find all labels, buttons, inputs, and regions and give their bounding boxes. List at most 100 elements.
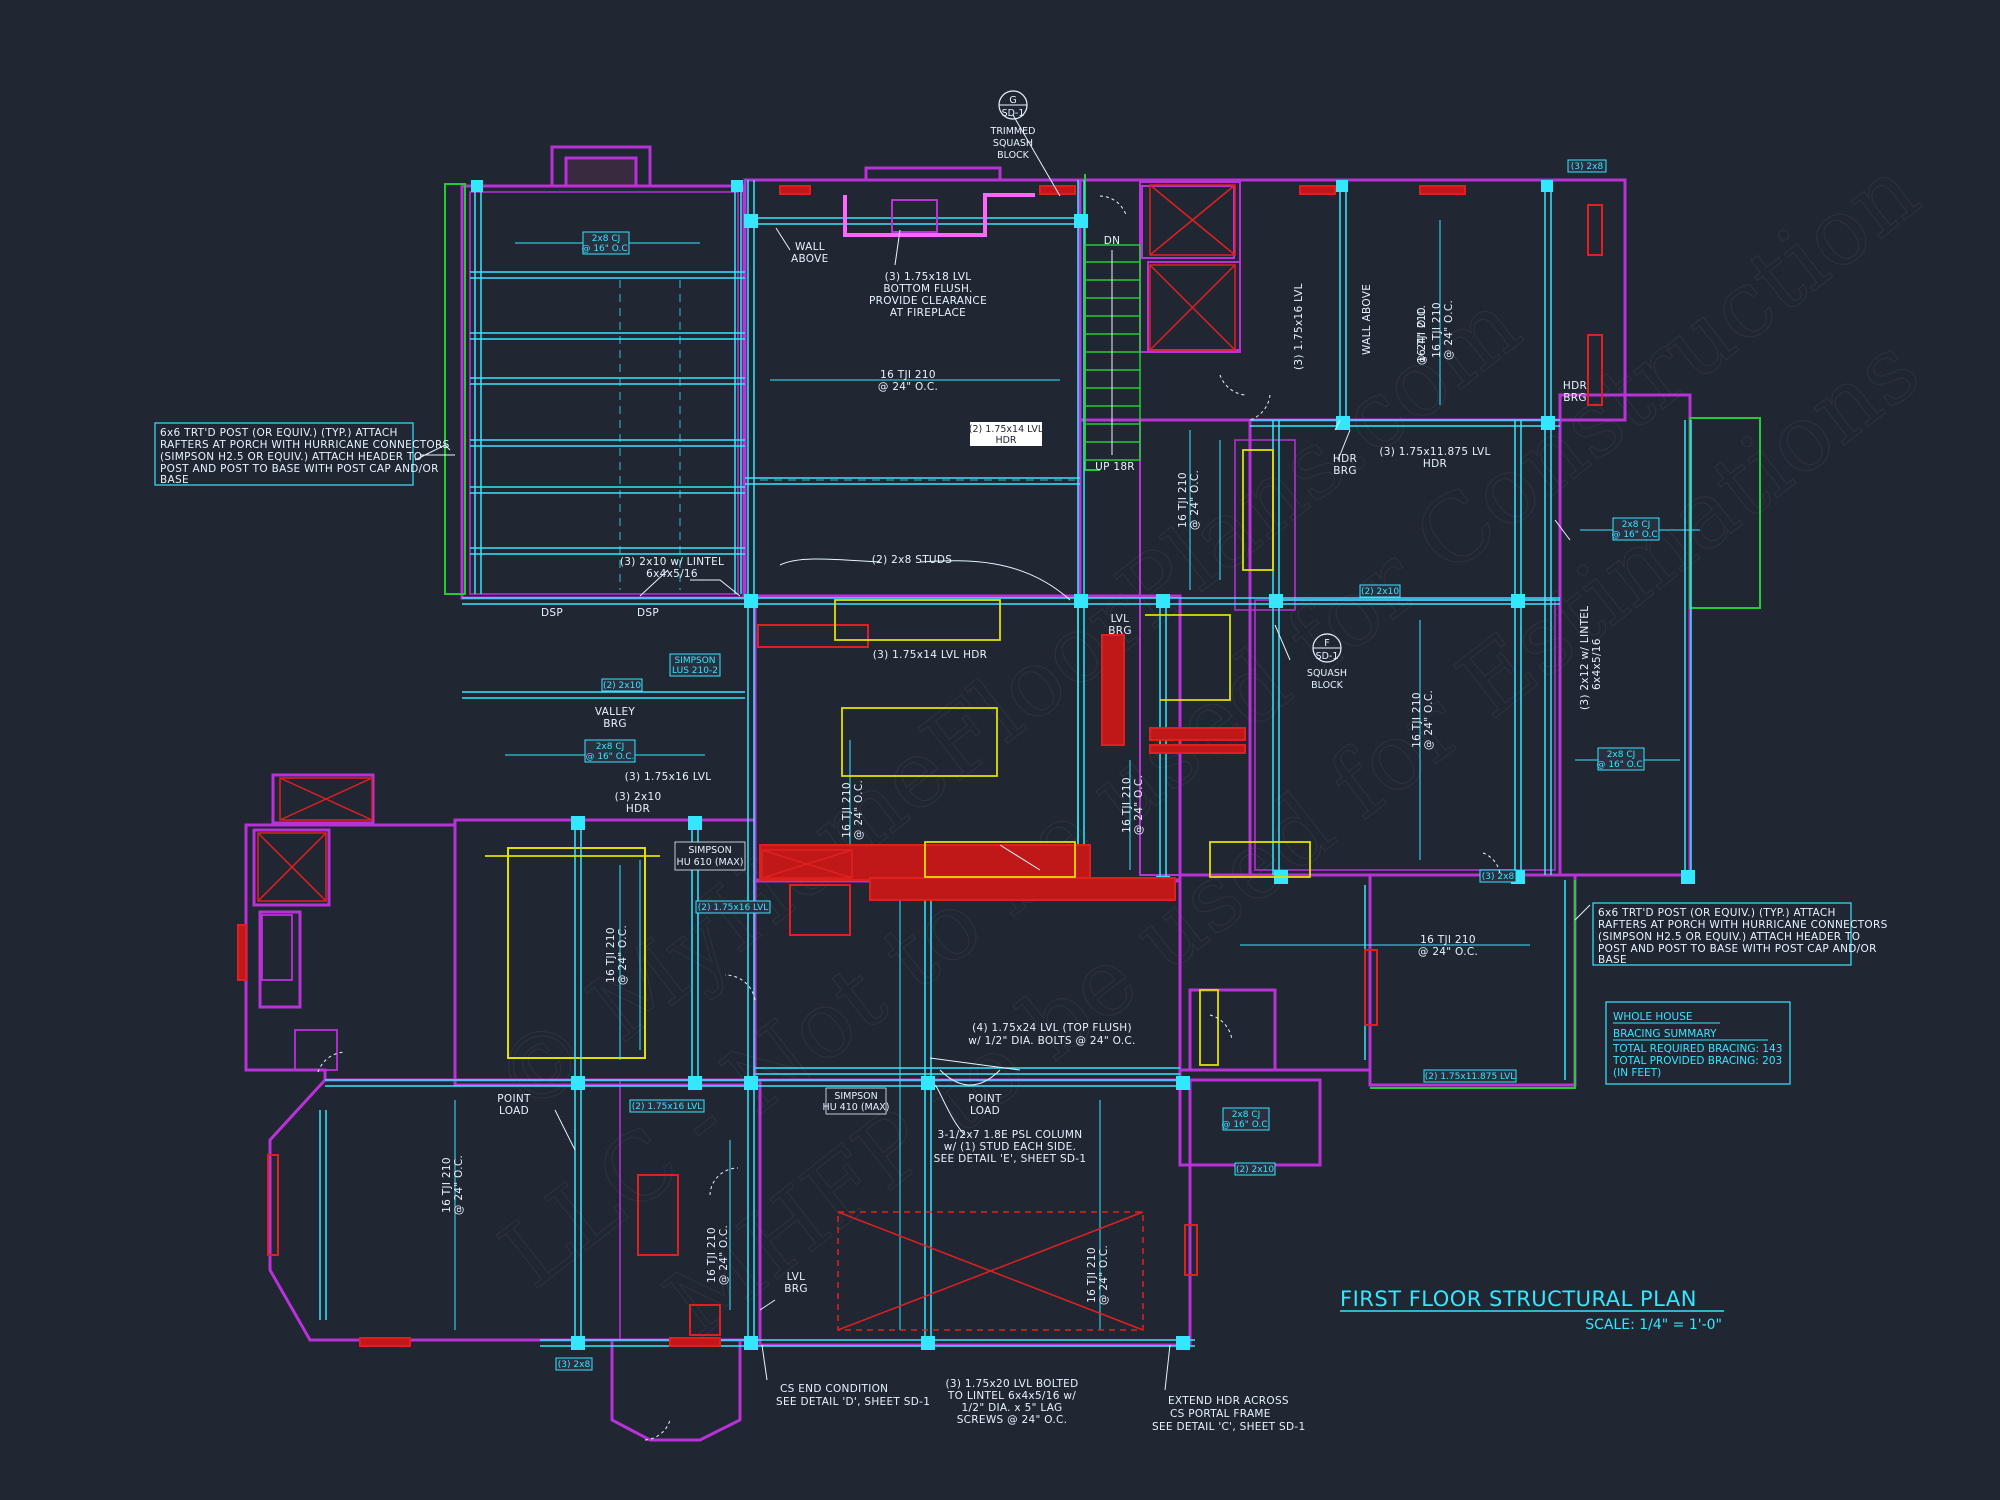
note-lvl-16b: (3) 1.75x16 LVL bbox=[1293, 283, 1305, 370]
detail-g-line-2: SQUASH bbox=[993, 138, 1033, 149]
note-point-load-2b: LOAD bbox=[970, 1105, 1000, 1117]
porch-left-line-3: (SIMPSON H2.5 OR EQUIV.) ATTACH HEADER T… bbox=[160, 451, 422, 463]
note-tji-hall-1: 16 TJI 210 bbox=[1177, 472, 1189, 528]
note-tji-hall2-2: @ 24" O.C. bbox=[1133, 775, 1145, 835]
tag-2x10: (2) 2x10 bbox=[603, 681, 641, 691]
note-lintel-2: 6x4x5/16 bbox=[646, 568, 698, 580]
note-lvl-24-2: w/ 1/2" DIA. BOLTS @ 24" O.C. bbox=[968, 1035, 1135, 1047]
note-tji-master-1: 16 TJI 210 bbox=[1416, 307, 1428, 363]
tag-2x10c: (2) 2x10 bbox=[1236, 1165, 1274, 1175]
note-lvl-fireplace-1: (3) 1.75x18 LVL bbox=[885, 271, 972, 283]
note-tji-kitchen-1: 16 TJI 210 bbox=[841, 782, 853, 838]
watermark: © MyHomeFloorPlans.com LLC - Not to be u… bbox=[473, 137, 1939, 1358]
note-lvl-24-1: (4) 1.75x24 LVL (TOP FLUSH) bbox=[972, 1022, 1132, 1034]
note-tji-great-1: 16 TJI 210 bbox=[706, 1227, 718, 1283]
note-lvl-fireplace-3: PROVIDE CLEARANCE bbox=[869, 295, 987, 307]
bracing-required: TOTAL REQUIRED BRACING: 143 bbox=[1612, 1043, 1782, 1055]
bracing-summary: WHOLE HOUSE BRACING SUMMARY TOTAL REQUIR… bbox=[1605, 1001, 1791, 1085]
porch-left-line-2: RAFTERS AT PORCH WITH HURRICANE CONNECTO… bbox=[160, 439, 450, 451]
note-tji-rm-2: @ 24" O.C. bbox=[1423, 690, 1435, 750]
note-lvl-11875-1: (3) 1.75x11.875 LVL bbox=[1379, 446, 1490, 458]
note-lintel-right-2: 6x4x5/16 bbox=[1591, 638, 1603, 690]
garage-x bbox=[257, 184, 1236, 1331]
plan-title-block: FIRST FLOOR STRUCTURAL PLAN SCALE: 1/4" … bbox=[1340, 1287, 1724, 1333]
note-tji-rl-1: 16 TJI 210 bbox=[1420, 934, 1476, 946]
note-tji-hall2-1: 16 TJI 210 bbox=[1121, 777, 1133, 833]
note-lvl-brg-1: LVL bbox=[1111, 613, 1130, 625]
note-hdr-brg-2b: BRG bbox=[1333, 465, 1357, 477]
note-simpson-hu-2: HU 610 (MAX) bbox=[677, 857, 744, 868]
tag-c5-1: 2x8 CJ bbox=[1232, 1110, 1261, 1120]
tag-c2-1: 2x8 CJ bbox=[596, 742, 625, 752]
leaders bbox=[414, 114, 1591, 1391]
note-lvl-hdr-2-2: HDR bbox=[995, 435, 1016, 446]
note-hdr-brg-2a: HDR bbox=[1333, 453, 1357, 465]
note-tji-master-2: @ 24" O.C. bbox=[1416, 305, 1428, 365]
tag-lvl-c: (2) 1.75x11.875 LVL bbox=[1425, 1072, 1516, 1082]
note-lvl-brg-2: BRG bbox=[1108, 625, 1132, 637]
bracing-units: (IN FEET) bbox=[1613, 1067, 1661, 1079]
detail-f-letter: F bbox=[1324, 638, 1329, 649]
fixtures bbox=[261, 449, 1311, 1071]
bracing-provided: TOTAL PROVIDED BRACING: 203 bbox=[1612, 1055, 1782, 1067]
note-simpson-hu2-2: HU 410 (MAX) bbox=[823, 1102, 890, 1113]
detail-g-sheet: SD-1 bbox=[1002, 108, 1025, 119]
note-hdr-2x10-2: HDR bbox=[626, 803, 650, 815]
stair bbox=[1084, 244, 1141, 461]
note-tji-great-2: @ 24" O.C. bbox=[718, 1225, 730, 1285]
post-nodes bbox=[471, 180, 1695, 1350]
tag-c3-1: 2x8 CJ bbox=[1622, 520, 1651, 530]
note-lvl-fireplace-4: AT FIREPLACE bbox=[890, 307, 966, 319]
bracing-heading-1: WHOLE HOUSE bbox=[1613, 1011, 1693, 1023]
tag-c4-2: @ 16" O.C. bbox=[1596, 760, 1645, 770]
stair-dn: DN bbox=[1104, 235, 1121, 247]
note-point-load-2a: POINT bbox=[968, 1093, 1002, 1105]
detail-g-line-3: BLOCK bbox=[997, 150, 1030, 161]
note-dsp-2: DSP bbox=[637, 607, 659, 619]
plan-title: FIRST FLOOR STRUCTURAL PLAN bbox=[1340, 1287, 1697, 1311]
detail-f-sheet: SD-1 bbox=[1316, 651, 1339, 662]
tag-c3-2: @ 16" O.C. bbox=[1611, 530, 1660, 540]
watermark-line-2: LLC - Not to be used for Construction bbox=[481, 138, 1938, 1309]
porch-left-line-5: BASE bbox=[160, 474, 189, 486]
note-cs-end-1: CS END CONDITION bbox=[780, 1383, 888, 1395]
note-lvl-20-1: (3) 1.75x20 LVL BOLTED bbox=[946, 1378, 1079, 1390]
note-point-load-1b: LOAD bbox=[499, 1105, 529, 1117]
note-simpson-hu2-1: SIMPSON bbox=[834, 1091, 877, 1102]
fireplace bbox=[843, 193, 1035, 237]
porch-note-left: 6x6 TRT'D POST (OR EQUIV.) (TYP.) ATTACH… bbox=[154, 422, 450, 486]
note-tji-hall-2: @ 24" O.C. bbox=[1189, 470, 1201, 530]
note-valley-2: BRG bbox=[603, 718, 627, 730]
tag-c2-2: @ 16" O.C. bbox=[585, 752, 634, 762]
tag-lvl-a: (2) 1.75x16 LVL bbox=[698, 903, 768, 913]
note-wall-above-2: WALL ABOVE bbox=[1361, 284, 1373, 355]
beam-tags: 2x8 CJ @ 16" O.C. 2x8 CJ @ 16" O.C. 2x8 … bbox=[555, 159, 1661, 1371]
annotations: WALL ABOVE (3) 1.75x18 LVL BOTTOM FLUSH.… bbox=[441, 235, 1603, 1433]
porch-right-line-3: (SIMPSON H2.5 OR EQUIV.) ATTACH HEADER T… bbox=[1598, 931, 1860, 943]
note-psl-3: SEE DETAIL 'E', SHEET SD-1 bbox=[934, 1153, 1087, 1165]
detail-bubble-g: G SD-1 TRIMMED SQUASH BLOCK bbox=[990, 90, 1036, 161]
door-swings bbox=[317, 195, 1501, 1441]
note-simpson-hu-1: SIMPSON bbox=[688, 845, 731, 856]
note-wall-above-1a: WALL bbox=[795, 241, 825, 253]
detail-g-letter: G bbox=[1009, 95, 1016, 106]
detail-g-line-1: TRIMMED bbox=[990, 126, 1036, 137]
note-tji-rt-1: 16 TJI 210 bbox=[1431, 302, 1443, 358]
tag-c5-2: @ 16" O.C. bbox=[1221, 1120, 1270, 1130]
hearth bbox=[891, 199, 938, 233]
note-tji-bath-1: 16 TJI 210 bbox=[605, 927, 617, 983]
detail-bubble-f: F SD-1 SQUASH BLOCK bbox=[1307, 633, 1347, 691]
tag-c1-1: 2x8 CJ bbox=[592, 234, 621, 244]
tag-c1-2: @ 16" O.C. bbox=[581, 244, 630, 254]
note-lvl-20-2: TO LINTEL 6x4x5/16 w/ bbox=[947, 1390, 1076, 1402]
tag-2x10b: (2) 2x10 bbox=[1361, 587, 1399, 597]
note-lvl-hdr-kitchen: (3) 1.75x14 LVL HDR bbox=[873, 649, 988, 661]
note-lintel-right-1: (3) 2x12 w/ LINTEL bbox=[1579, 606, 1591, 710]
note-psl-1: 3-1/2x7 1.8E PSL COLUMN bbox=[938, 1129, 1083, 1141]
porch-right-line-4: POST AND POST TO BASE WITH POST CAP AND/… bbox=[1598, 943, 1877, 955]
tag-c4-1: 2x8 CJ bbox=[1607, 750, 1636, 760]
note-lintel-1: (3) 2x10 w/ LINTEL bbox=[620, 556, 724, 568]
note-lvl-20-4: SCREWS @ 24" O.C. bbox=[957, 1414, 1068, 1426]
note-cs-end-2: SEE DETAIL 'D', SHEET SD-1 bbox=[776, 1396, 930, 1408]
porch-left-line-1: 6x6 TRT'D POST (OR EQUIV.) (TYP.) ATTACH bbox=[160, 427, 398, 439]
